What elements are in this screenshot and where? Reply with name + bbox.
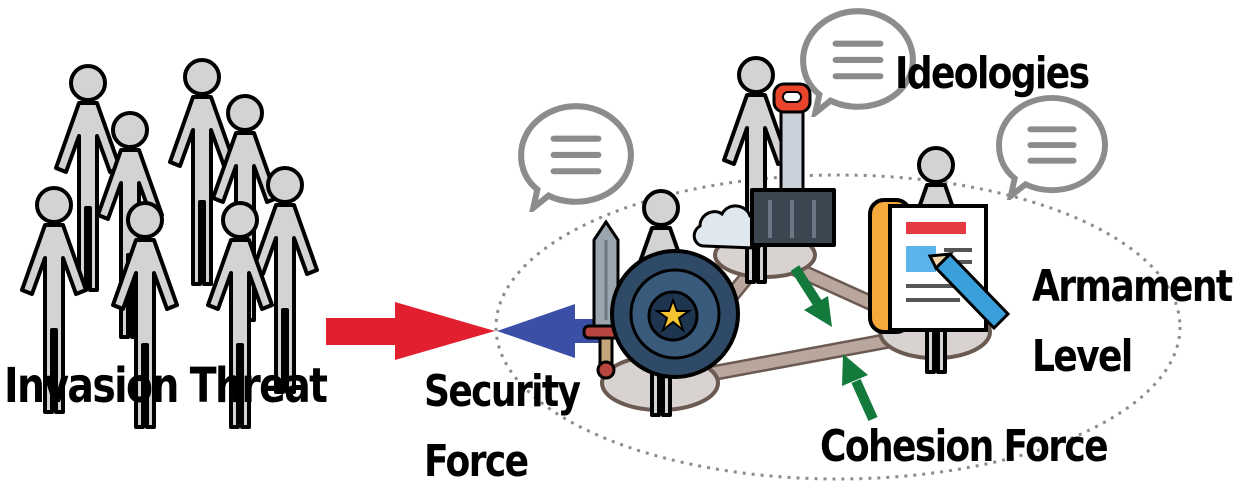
group-boundary-ellipse xyxy=(494,173,1182,481)
security-force-label-line1: Security xyxy=(424,366,581,417)
security-force-arrow xyxy=(497,304,600,358)
shield-icon xyxy=(610,249,740,379)
speech-bubble-icon xyxy=(521,106,631,208)
security-force-label-line2: Force xyxy=(424,436,529,487)
ideologies-label: Ideologies xyxy=(895,48,1090,99)
cohesion-force-label: Cohesion Force xyxy=(820,421,1109,472)
invasion-threat-label: Invasion Threat xyxy=(4,358,328,414)
armament-level-label-line2: Level xyxy=(1032,331,1133,382)
invasion-threat-arrow xyxy=(326,302,495,360)
scroll-document-icon xyxy=(868,198,988,334)
shovel-icon xyxy=(750,82,836,247)
pencil-icon xyxy=(927,251,1011,331)
cohesion-arrows xyxy=(790,265,878,422)
speech-bubble-icon xyxy=(999,98,1105,196)
armament-level-label-line1: Armament xyxy=(1032,261,1233,312)
